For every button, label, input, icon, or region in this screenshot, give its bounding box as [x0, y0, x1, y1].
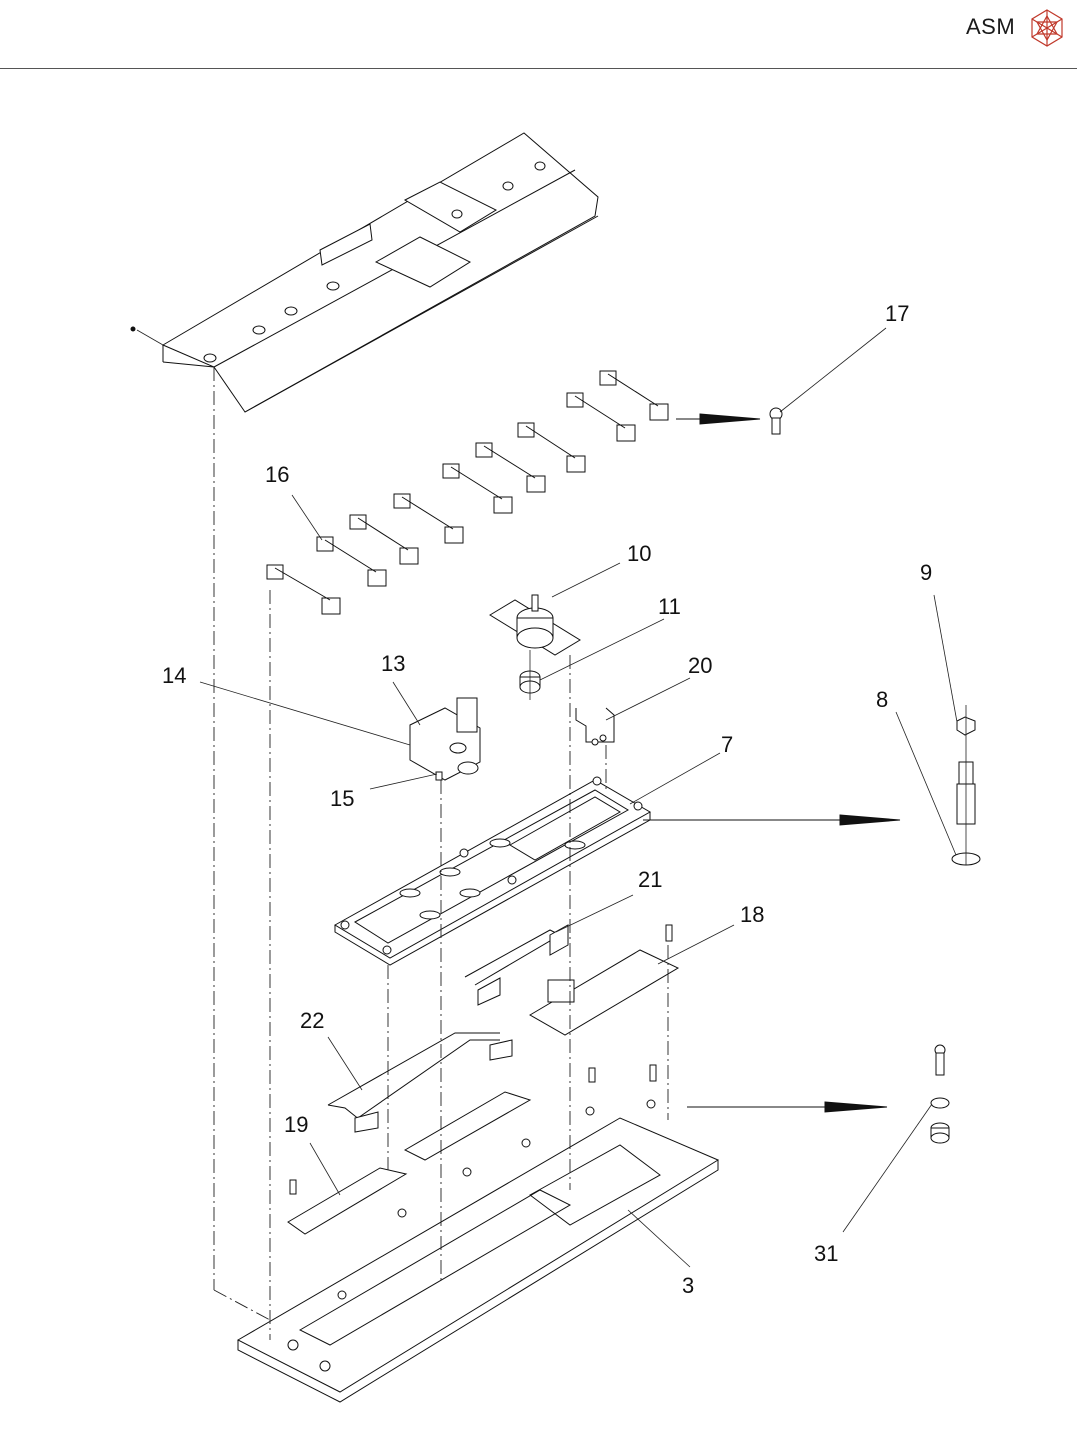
header-divider [0, 68, 1077, 69]
ribbon-cable-21 [464, 924, 569, 1006]
page-header: ASM [0, 0, 1077, 70]
alignment-lines [213, 367, 669, 1340]
callout-22: 22 [300, 1008, 324, 1033]
brand-name: ASM [966, 14, 1016, 39]
callouts: 17 16 10 11 9 8 14 13 20 7 15 21 18 22 1… [162, 301, 932, 1298]
circuit-board-19 [287, 1091, 532, 1235]
callout-11: 11 [658, 594, 681, 619]
callout-20: 20 [688, 653, 712, 678]
callout-7: 7 [721, 732, 733, 757]
callout-3: 3 [682, 1273, 694, 1298]
asm-cube-logo-icon [1031, 9, 1063, 47]
ribbon-cable-22 [327, 1032, 513, 1133]
solenoid-valve-banks [266, 370, 669, 615]
callout-13: 13 [381, 651, 405, 676]
callout-15: 15 [330, 786, 354, 811]
callout-18: 18 [740, 902, 764, 927]
callout-14: 14 [162, 663, 186, 688]
circuit-board-18 [529, 924, 680, 1036]
callout-16: 16 [265, 462, 289, 487]
callout-10: 10 [627, 541, 651, 566]
callout-8: 8 [876, 687, 888, 712]
callout-31: 31 [814, 1241, 838, 1266]
callout-9: 9 [920, 560, 932, 585]
bracket-20 [575, 707, 615, 746]
top-cover [130, 132, 599, 413]
callout-21: 21 [638, 867, 662, 892]
callout-17: 17 [885, 301, 909, 326]
detail-arrow-17 [676, 407, 783, 435]
base-plate-3 [236, 1064, 720, 1403]
callout-19: 19 [284, 1112, 308, 1137]
detail-arrow-31 [687, 1044, 950, 1144]
pneumatic-valve-assembly [409, 697, 481, 781]
detail-arrow-8-9 [643, 705, 981, 866]
leader-lines [199, 327, 958, 1268]
motor-assembly [489, 594, 581, 700]
mounting-frame-7 [334, 776, 652, 966]
